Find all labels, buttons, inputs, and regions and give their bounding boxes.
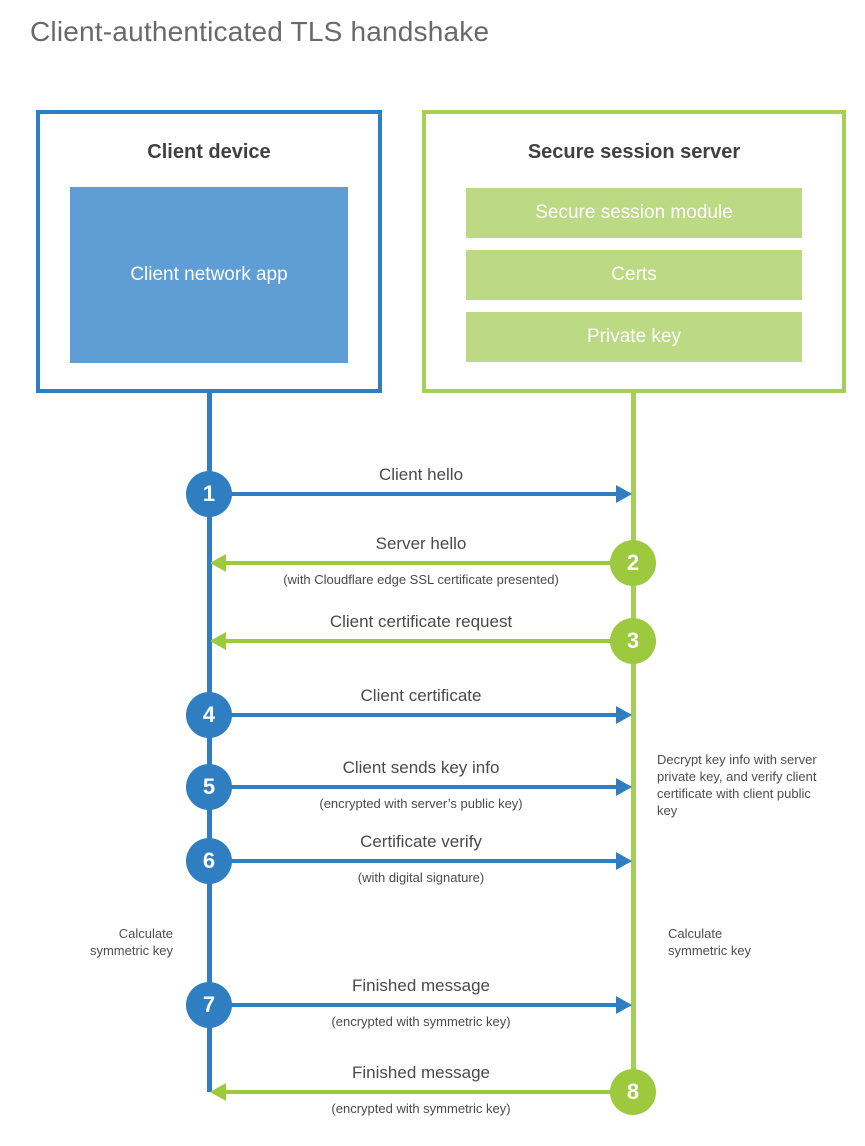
arrow-head-right-icon	[616, 706, 632, 724]
arrow-line	[226, 561, 634, 565]
step-sublabel: (encrypted with symmetric key)	[331, 1101, 511, 1116]
step-sublabel: (encrypted with symmetric key)	[331, 1014, 511, 1029]
arrow-line	[226, 1090, 634, 1094]
arrow-line	[212, 1003, 616, 1007]
calc-symmetric-key-note-right: Calculate symmetric key	[668, 926, 752, 958]
calc-symmetric-key-note-left: Calculate symmetric key	[89, 926, 173, 958]
step-label: Client sends key info	[342, 758, 500, 777]
server-module-secure-session: Secure session module	[466, 188, 802, 238]
arrow-head-left-icon	[210, 632, 226, 650]
step-label: Certificate verify	[360, 832, 482, 851]
step-sublabel: (with digital signature)	[357, 870, 485, 885]
arrow-head-right-icon	[616, 485, 632, 503]
client-network-app-box: Client network app	[70, 187, 348, 363]
arrow-head-right-icon	[616, 778, 632, 796]
step-label: Finished message	[352, 1063, 490, 1082]
step-number-badge: 1	[186, 471, 232, 517]
arrow-head-left-icon	[210, 554, 226, 572]
step-number-badge: 3	[610, 618, 656, 664]
arrow-line	[226, 639, 634, 643]
server-lifeline	[631, 393, 636, 1092]
arrow-head-right-icon	[616, 996, 632, 1014]
step-label: Client certificate	[360, 686, 482, 705]
page-title: Client-authenticated TLS handshake	[30, 16, 490, 47]
arrow-line	[212, 492, 616, 496]
arrow-line	[212, 713, 616, 717]
client-device-title: Client device	[147, 141, 271, 163]
arrow-line	[212, 859, 616, 863]
client-lifeline	[207, 393, 212, 1092]
server-module-certs: Certs	[466, 250, 802, 300]
step-label: Finished message	[352, 976, 490, 995]
server-module-private-key: Private key	[466, 312, 802, 362]
arrow-head-left-icon	[210, 1083, 226, 1101]
step-sublabel: (encrypted with server’s public key)	[319, 796, 523, 811]
decrypt-key-info-note: Decrypt key info with server private key…	[657, 752, 817, 818]
server-title: Secure session server	[527, 141, 741, 163]
step-number-badge: 2	[610, 540, 656, 586]
step-label: Client certificate request	[329, 612, 513, 631]
step-label: Client hello	[378, 465, 464, 484]
step-number-badge: 5	[186, 764, 232, 810]
step-number-badge: 6	[186, 838, 232, 884]
step-sublabel: (with Cloudflare edge SSL certificate pr…	[283, 572, 559, 587]
step-number-badge: 4	[186, 692, 232, 738]
arrow-line	[212, 785, 616, 789]
step-number-badge: 8	[610, 1069, 656, 1115]
arrow-head-right-icon	[616, 852, 632, 870]
step-number-badge: 7	[186, 982, 232, 1028]
step-label: Server hello	[375, 534, 467, 553]
